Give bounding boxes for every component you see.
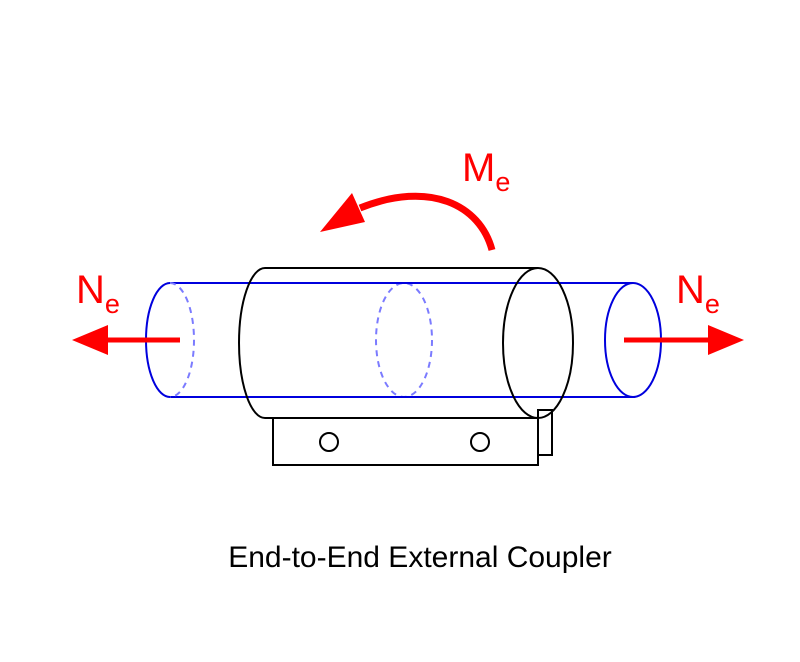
coupler [238,267,574,466]
force-right-label-main: N [676,268,705,312]
force-right-label-sub: e [705,289,720,319]
coupler-clamp-block [272,418,539,466]
coupler-right-end [502,267,574,419]
pipe-left-hidden-arc [169,282,195,398]
force-left-label-main: N [76,268,105,312]
coupler-left-end [238,267,266,419]
force-arrow-right [624,325,744,355]
force-right-arrowhead-icon [708,325,744,355]
moment-label-main: M [462,146,495,190]
moment-label-sub: e [495,167,510,197]
pipe-middle-hidden-section [375,282,433,398]
moment-label: Me [462,146,510,197]
coupler-clamp-tab [537,409,553,456]
moment-arrow [320,192,496,251]
force-left-arrowhead-icon [72,325,108,355]
force-arrow-left [72,325,180,355]
clamp-bolt-left-icon [319,432,339,452]
force-left-label-sub: e [105,289,120,319]
diagram-caption: End-to-End External Coupler [228,541,612,574]
pipe [145,282,662,398]
moment-arrowhead-icon [320,193,365,232]
force-right-label: Ne [676,268,720,319]
pipe-hidden-lines [169,282,433,398]
force-left-label: Ne [76,268,120,319]
moment-arc [358,192,496,251]
clamp-bolt-right-icon [470,432,490,452]
